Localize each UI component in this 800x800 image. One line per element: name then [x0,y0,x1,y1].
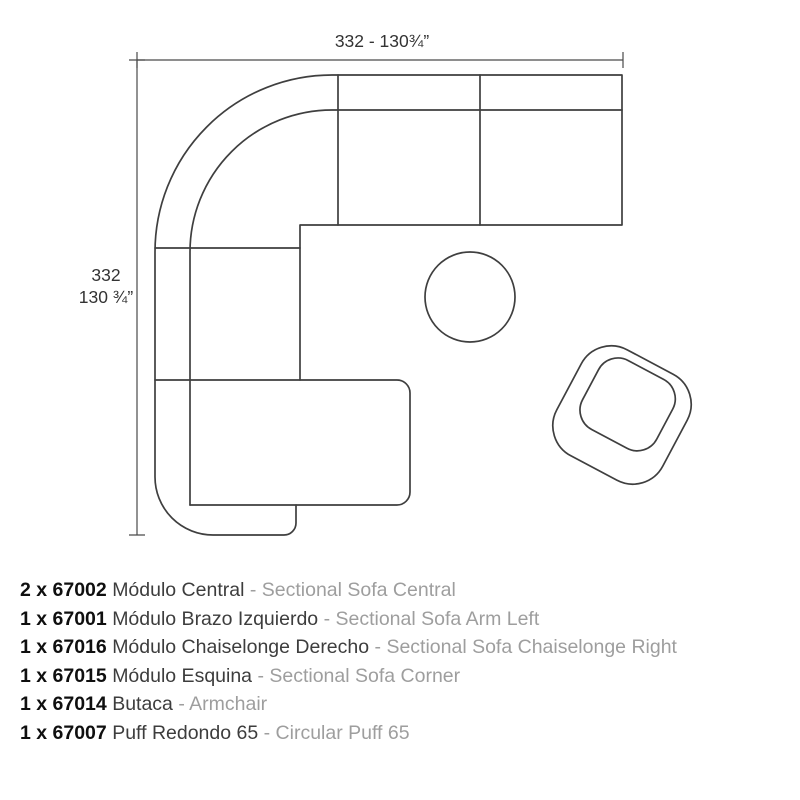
parts-list-item: 1 x 67001 Módulo Brazo Izquierdo - Secti… [20,605,800,634]
width-dimension-line [136,52,624,68]
parts-list-item: 2 x 67002 Módulo Central - Sectional Sof… [20,576,800,605]
sofa-drawing [154,74,693,536]
part-name-es: Módulo Brazo Izquierdo [112,607,319,630]
sofa-plan-diagram: 332 - 130¾” 332 130 ¾” [79,31,693,536]
part-qty-code: 1 x 67015 [20,664,107,687]
part-qty-code: 1 x 67001 [20,607,107,630]
part-name-en: - Sectional Sofa Chaiselonge Right [374,636,677,658]
armchair-outline [551,344,693,486]
height-dimension-label-line2: 130 ¾” [79,287,134,307]
part-qty-code: 1 x 67007 [20,721,107,744]
width-dimension-label: 332 - 130¾” [335,31,430,51]
part-name-en: - Sectional Sofa Corner [257,664,461,687]
parts-list-item: 1 x 67016 Módulo Chaiselonge Derecho - S… [20,633,800,662]
part-name-es: Módulo Chaiselonge Derecho [112,636,370,658]
height-dimension-line [129,59,145,536]
part-name-en: - Circular Puff 65 [263,721,410,744]
part-name-en: - Armchair [178,693,268,715]
part-qty-code: 1 x 67014 [20,693,107,715]
part-name-es: Módulo Central [112,579,245,601]
sofa-outline [154,74,623,536]
part-name-es: Butaca [112,693,173,715]
dimension-lines [129,52,624,536]
part-qty-code: 2 x 67002 [20,579,107,601]
armchair-seat [579,357,677,452]
height-dimension-label-line1: 332 [91,265,120,285]
part-name-en: - Sectional Sofa Arm Left [323,607,540,630]
parts-list: 2 x 67002 Módulo Central - Sectional Sof… [0,556,800,747]
parts-list-item: 1 x 67015 Módulo Esquina - Sectional Sof… [20,662,800,691]
parts-list-item: 1 x 67014 Butaca - Armchair [20,690,800,719]
puff-circle [424,251,516,343]
module-divider-lines [154,74,481,506]
sofa-backrest-line [189,109,623,506]
part-name-en: - Sectional Sofa Central [249,579,456,601]
part-qty-code: 1 x 67016 [20,636,107,658]
part-name-es: Módulo Esquina [112,664,253,687]
part-name-es: Puff Redondo 65 [112,721,259,744]
armchair [551,344,693,486]
parts-list-item: 1 x 67007 Puff Redondo 65 - Circular Puf… [20,719,800,748]
